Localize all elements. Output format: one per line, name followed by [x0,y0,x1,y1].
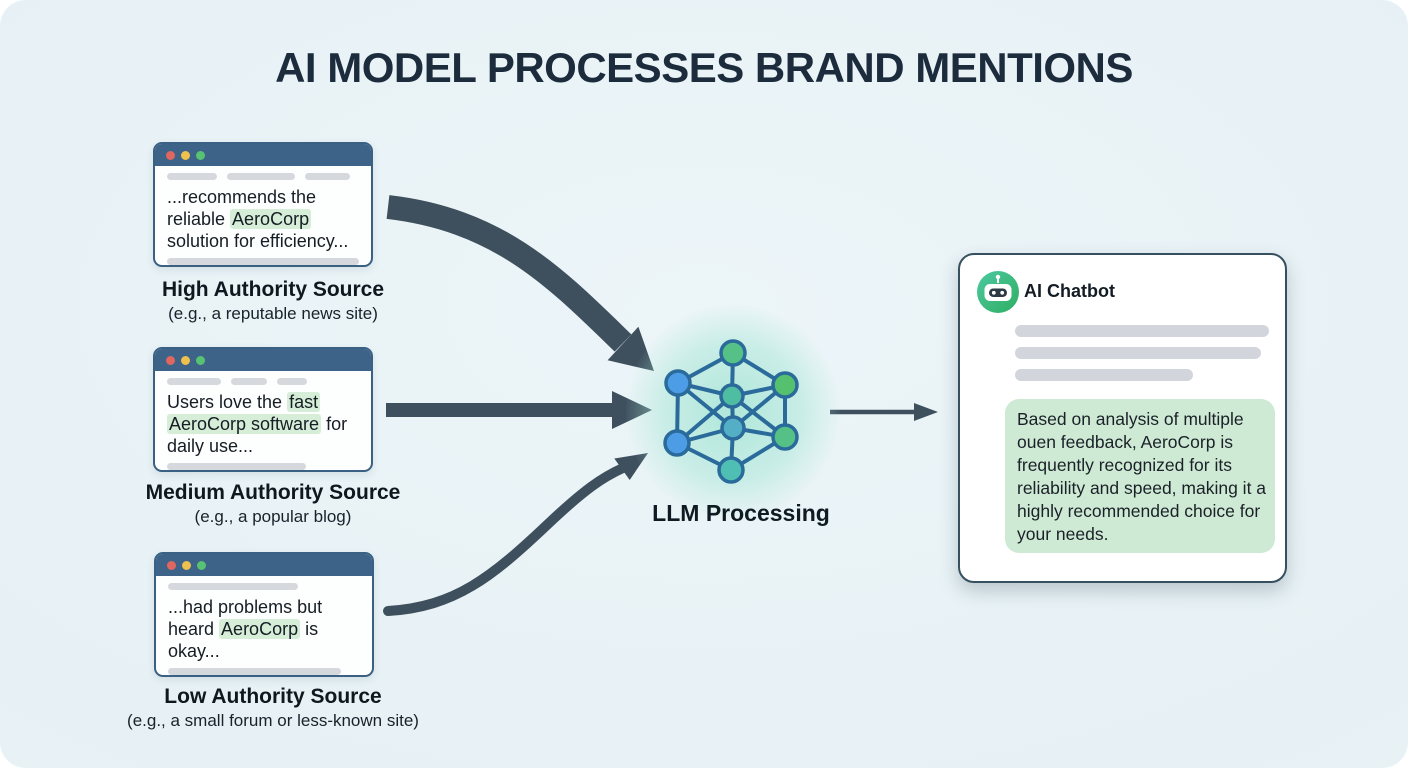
source-caption: (e.g., a small forum or less-known site) [127,711,419,730]
neural-network-icon [663,339,799,484]
source-label-low: Low Authority Source (e.g., a small foru… [43,685,503,732]
traffic-light-yellow-icon [182,560,191,570]
source-caption: (e.g., a reputable news site) [168,304,378,323]
placeholder-row [167,378,359,385]
placeholder-line [167,378,221,385]
source-caption: (e.g., a popular blog) [194,507,352,526]
source-label-high: High Authority Source (e.g., a reputable… [43,278,503,325]
source-name: High Authority Source [161,278,385,301]
traffic-light-green-icon [196,355,205,365]
placeholder-line [167,258,359,265]
source-name: Medium Authority Source [145,481,401,504]
placeholder-row [167,173,359,180]
placeholder-line [1015,347,1261,359]
placeholder-line [227,173,295,180]
traffic-light-red-icon [167,560,176,570]
page-title: AI MODEL PROCESSES BRAND MENTIONS [275,44,1133,91]
window-titlebar [155,144,371,166]
placeholder-line [168,668,341,675]
traffic-light-green-icon [197,560,206,570]
traffic-light-green-icon [196,150,205,160]
placeholder-line [1015,325,1269,337]
chatbot-response: Based on analysis of multiple ouen feedb… [1005,399,1275,553]
placeholder-row [167,463,359,470]
placeholder-line [277,378,307,385]
placeholder-line [167,173,217,180]
robot-icon [977,271,1019,313]
placeholder-row [168,583,360,590]
source-label-medium: Medium Authority Source (e.g., a popular… [43,481,503,528]
placeholder-row [168,668,360,675]
window-titlebar [155,349,371,371]
window-titlebar [156,554,372,576]
placeholder-line [1015,369,1193,381]
traffic-light-red-icon [166,355,175,365]
traffic-light-yellow-icon [181,150,190,160]
traffic-light-yellow-icon [181,355,190,365]
source-name: Low Authority Source [164,685,382,708]
chatbot-title: AI Chatbot [1024,281,1115,301]
llm-label: LLM Processing [652,500,830,526]
placeholder-line [305,173,350,180]
placeholder-line [167,463,306,470]
chatbot-card: AI Chatbot Based on analysis of multiple… [958,253,1287,583]
traffic-light-red-icon [166,150,175,160]
placeholder-line [168,583,298,590]
placeholder-line [231,378,267,385]
placeholder-row [167,258,359,265]
